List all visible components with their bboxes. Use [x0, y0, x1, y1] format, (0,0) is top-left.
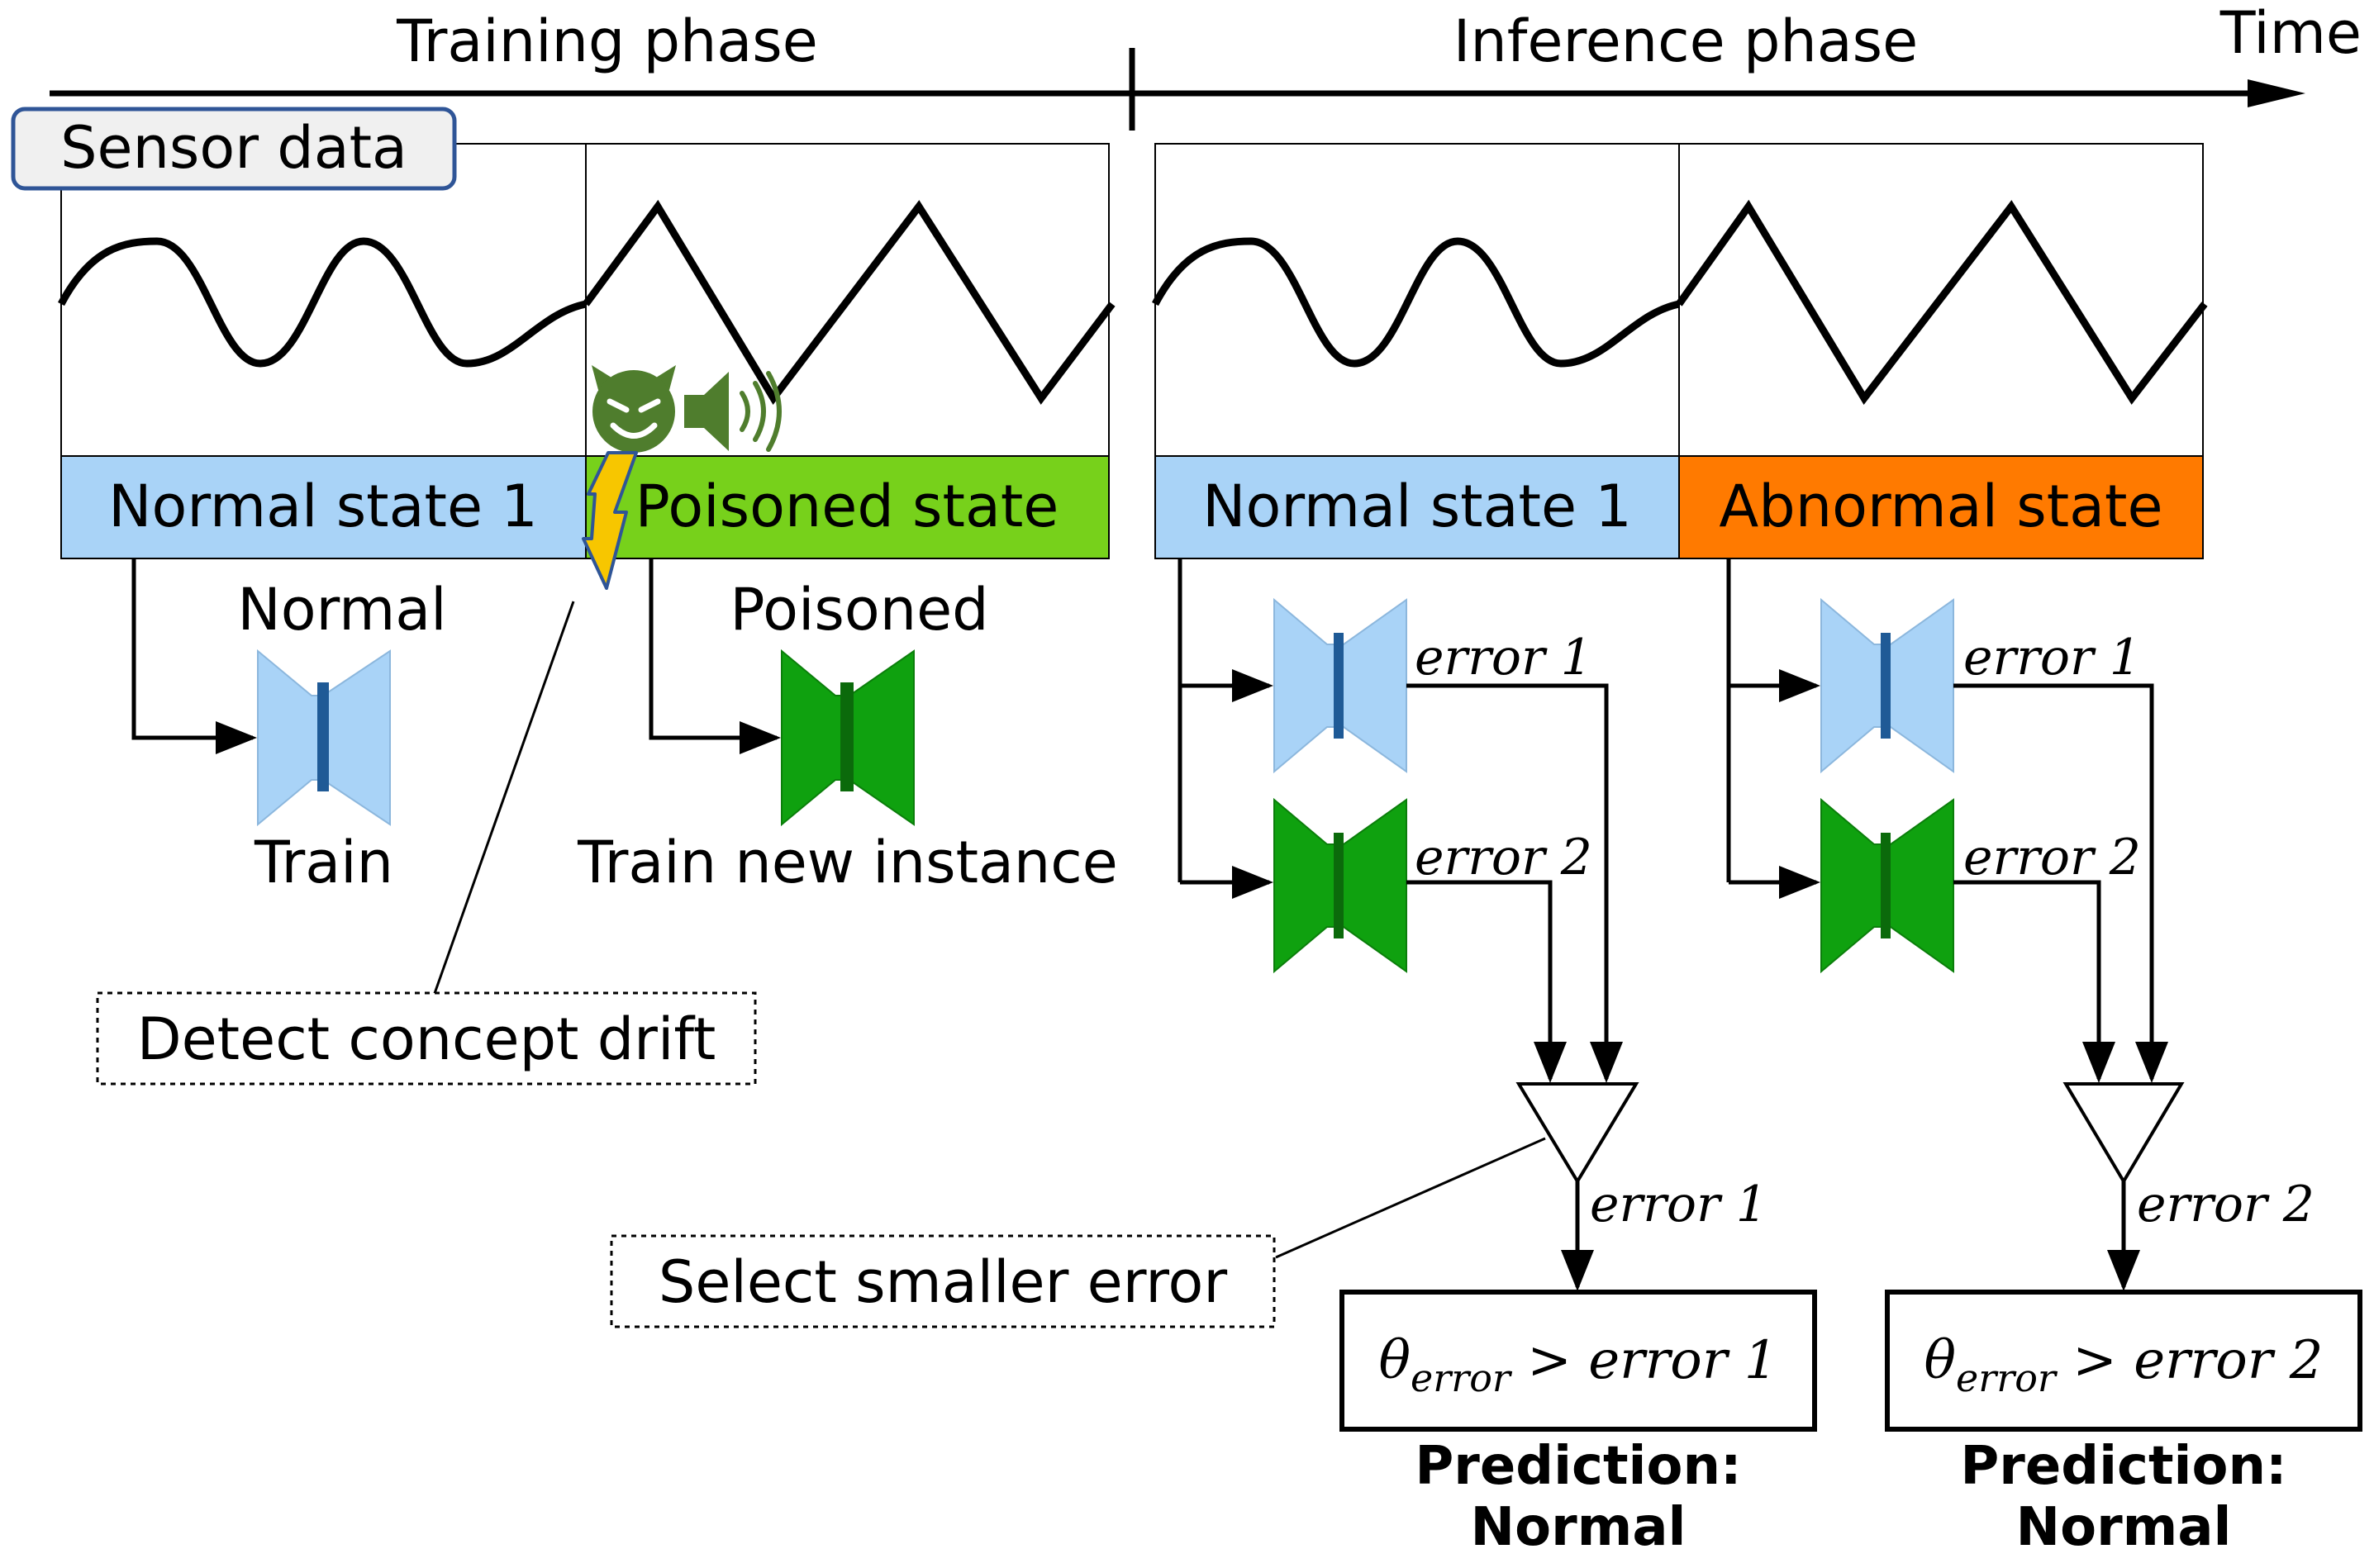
right-selected-error: error 2 — [2137, 1176, 2315, 1233]
inference-normal-sine-signal — [1152, 237, 1681, 368]
right-poisoned-bottleneck — [1881, 833, 1891, 938]
normal-model-caption: Train — [254, 829, 393, 896]
sensor-data-tag: Sensor data — [11, 107, 457, 191]
normal-sine-signal — [58, 237, 587, 368]
right-normal-bottleneck — [1881, 633, 1891, 739]
right-prediction-line2: Normal — [2016, 1497, 2232, 1558]
train-poisoned-state-bar — [585, 455, 1110, 559]
left-threshold-subscript: error — [1411, 1356, 1513, 1400]
poisoned-model-title: Poisoned — [730, 576, 988, 644]
lightning-icon — [582, 451, 638, 590]
devil-icon — [592, 365, 676, 453]
right-threshold-theta: θ — [1924, 1330, 1957, 1391]
poisoned-triangle-signal — [583, 199, 1116, 406]
normal-train-arrow — [131, 558, 257, 754]
left-error1-label: error 1 — [1415, 629, 1592, 687]
training-normal-branch: Normal Train — [131, 558, 447, 896]
right-prediction-line1: Prediction: — [1960, 1436, 2286, 1497]
timeline: Training phase Inference phase Time — [50, 0, 2362, 131]
select-callout-box — [610, 1234, 1276, 1328]
left-normal-bottleneck — [1334, 633, 1344, 739]
time-label: Time — [2219, 0, 2362, 67]
drift-callout-label: Detect concept drift — [137, 1005, 716, 1073]
sensor-data-label: Sensor data — [60, 114, 407, 182]
left-threshold-condition: θerror > error 1 — [1379, 1330, 1778, 1400]
infer-normal-state-label: Normal state 1 — [1202, 473, 1632, 540]
sensor-panels — [58, 143, 2208, 457]
normal-model-title: Normal — [237, 576, 446, 644]
left-prediction-line2: Normal — [1471, 1497, 1687, 1558]
right-threshold-subscript: error — [1956, 1356, 2058, 1400]
infer-abnormal-state-label: Abnormal state — [1719, 473, 2162, 540]
left-min-selector — [1515, 1082, 1639, 1185]
right-error1-label: error 1 — [1963, 629, 2141, 687]
left-selected-error: error 1 — [1590, 1176, 1767, 1233]
training-poisoned-branch: Poisoned Train new instance — [577, 558, 1118, 896]
poisoned-autoencoder-bottleneck — [840, 682, 854, 791]
inference-left-branch: error 1 error 2 error 1 θerror > error 1… — [1177, 558, 1817, 1558]
drift-callout-line — [431, 601, 575, 999]
drift-callout: Detect concept drift — [96, 991, 757, 1086]
sensor-data-box — [11, 107, 457, 191]
inference-phase-label: Inference phase — [1453, 7, 1918, 75]
right-threshold-condition: θerror > error 2 — [1924, 1330, 2324, 1400]
left-error2-label: error 2 — [1415, 829, 1592, 886]
left-error1-arrow — [1406, 683, 1623, 1083]
right-threshold-box — [1885, 1290, 2362, 1432]
left-threshold-rhs: > error 1 — [1511, 1330, 1778, 1391]
left-threshold-box — [1339, 1290, 1817, 1432]
right-error1-arrow — [1953, 683, 2168, 1083]
train-poisoned-state-label: Poisoned state — [635, 473, 1059, 540]
right-threshold-rhs: > error 2 — [2056, 1330, 2324, 1391]
drift-callout-box — [96, 991, 757, 1086]
right-min-selector — [2062, 1082, 2185, 1185]
speaker-icon — [684, 371, 782, 452]
training-phase-label: Training phase — [396, 7, 818, 75]
left-error2-arrow — [1406, 880, 1567, 1083]
normal-autoencoder-bottleneck — [317, 682, 329, 791]
select-callout-label: Select smaller error — [659, 1248, 1227, 1316]
select-callout-line — [1275, 1137, 1546, 1259]
train-normal-state-bar — [60, 455, 587, 559]
select-callout: Select smaller error — [610, 1234, 1276, 1328]
infer-normal-state-bar — [1154, 455, 1680, 559]
abnormal-triangle-signal — [1676, 199, 2208, 405]
right-error2-label: error 2 — [1963, 829, 2141, 886]
timeline-arrowhead — [2248, 79, 2305, 107]
inference-right-branch: error 1 error 2 error 2 θerror > error 2… — [1726, 558, 2362, 1558]
poisoned-train-arrow — [649, 558, 781, 754]
left-prediction-line1: Prediction: — [1415, 1436, 1741, 1497]
poisoned-model-caption: Train new instance — [577, 829, 1118, 896]
left-poisoned-bottleneck — [1334, 833, 1344, 938]
train-normal-state-label: Normal state 1 — [108, 473, 538, 540]
left-threshold-theta: θ — [1379, 1330, 1411, 1391]
right-error2-arrow — [1953, 880, 2115, 1083]
infer-abnormal-state-bar — [1678, 455, 2204, 559]
state-bars: Normal state 1 Poisoned state Normal sta… — [60, 455, 2204, 559]
